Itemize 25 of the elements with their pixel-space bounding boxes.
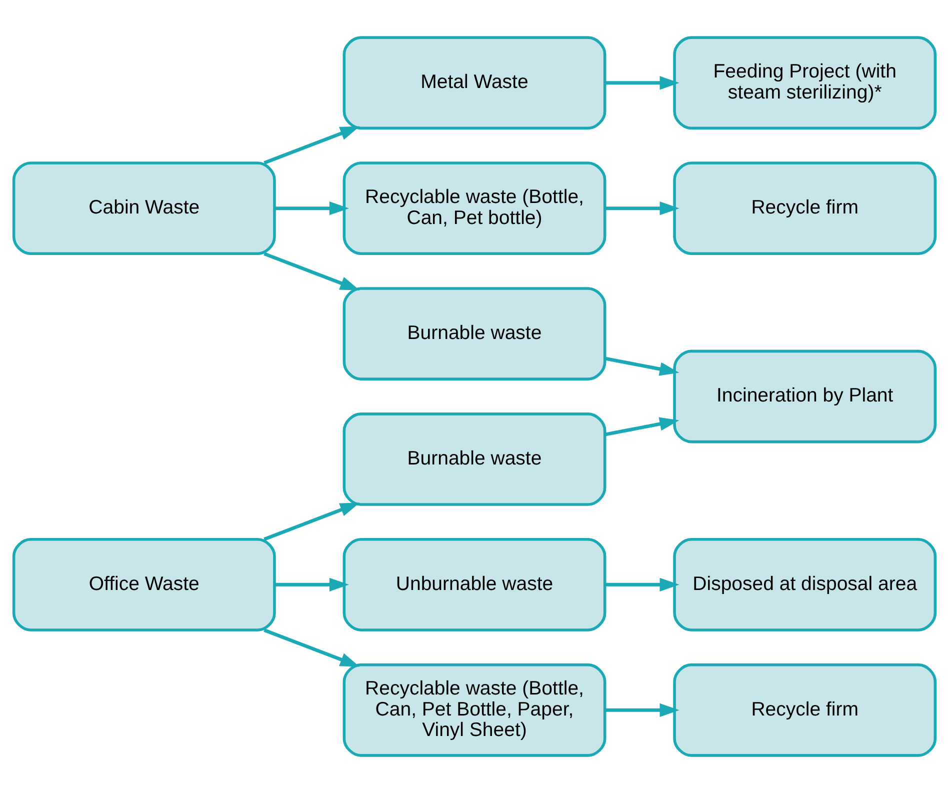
node-box: Metal Waste bbox=[342, 36, 606, 130]
node-box: Incineration by Plant bbox=[673, 350, 937, 444]
arrow bbox=[604, 578, 680, 592]
node-box: Cabin Waste bbox=[12, 162, 276, 256]
node-box: Disposed at disposal area bbox=[673, 538, 937, 632]
node-box: Recyclable waste (Bottle, Can, Pet bottle) bbox=[342, 162, 606, 256]
node-box: Burnable waste bbox=[342, 287, 606, 380]
arrow bbox=[274, 578, 349, 592]
arrow bbox=[264, 502, 360, 541]
arrow bbox=[274, 201, 349, 216]
arrow bbox=[264, 126, 360, 164]
arrow bbox=[604, 703, 680, 717]
node-box: Recycle firm bbox=[673, 663, 937, 757]
node-box: Office Waste bbox=[12, 538, 276, 632]
arrow bbox=[264, 252, 360, 290]
arrow bbox=[604, 417, 680, 436]
node-box: Burnable waste bbox=[342, 412, 606, 506]
arrow bbox=[604, 201, 680, 216]
node-box: Feeding Project (with steam sterilizing)* bbox=[673, 36, 937, 130]
node-box: Recycle firm bbox=[673, 162, 937, 256]
arrow bbox=[604, 356, 680, 376]
node-box: Recyclable waste (Bottle, Can, Pet Bottle, Paper, Vinyl Sheet) bbox=[342, 663, 606, 757]
arrow bbox=[604, 76, 680, 90]
node-box: Unburnable waste bbox=[342, 538, 606, 632]
arrow bbox=[264, 628, 360, 667]
